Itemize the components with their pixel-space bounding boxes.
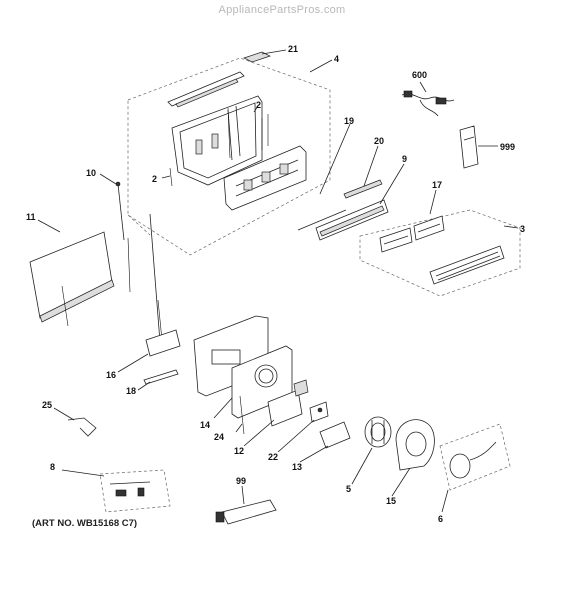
part-10-rod xyxy=(115,181,131,293)
part-12-bracket xyxy=(267,379,309,427)
callout-4: 4 xyxy=(334,54,339,64)
callout-99: 99 xyxy=(236,476,246,486)
rear-circuit-board xyxy=(223,145,307,211)
part-21-bracket xyxy=(243,51,271,63)
part-6-motor xyxy=(439,423,511,491)
part-24-pin xyxy=(239,395,245,435)
part-8-hardware-kit xyxy=(99,469,171,513)
callout-3: 3 xyxy=(520,224,525,234)
callout-labels: 21 4 600 2 2 19 20 999 9 10 17 3 11 16 1… xyxy=(26,44,525,524)
part-600-wire-harness xyxy=(401,90,455,117)
callout-600: 600 xyxy=(412,70,427,80)
part-5-blower-wheel xyxy=(364,416,392,448)
callout-24: 24 xyxy=(214,432,224,442)
part-99-sealant-tube xyxy=(215,499,277,525)
part-3-base-outline xyxy=(359,209,521,297)
part-16-shaft xyxy=(145,213,181,357)
callout-10: 10 xyxy=(86,168,96,178)
callout-12: 12 xyxy=(234,446,244,456)
callout-18: 18 xyxy=(126,386,136,396)
part-9-panel xyxy=(315,199,389,241)
callout-16: 16 xyxy=(106,370,116,380)
callout-20: 20 xyxy=(374,136,384,146)
part-2-springs xyxy=(169,107,269,187)
part-22-clip xyxy=(309,401,329,423)
art-number-note: (ART NO. WB15168 C7) xyxy=(32,518,138,529)
callout-21: 21 xyxy=(288,44,298,54)
part-18-link xyxy=(143,369,179,385)
callout-5: 5 xyxy=(346,484,351,494)
callout-25: 25 xyxy=(42,400,52,410)
callout-22: 22 xyxy=(268,452,278,462)
part-13-plate xyxy=(319,421,351,449)
part-999-manual xyxy=(459,125,479,169)
callout-14: 14 xyxy=(200,420,210,430)
callout-999: 999 xyxy=(500,142,515,152)
part-11-side-panel xyxy=(29,231,115,327)
callout-17: 17 xyxy=(432,180,442,190)
callout-11: 11 xyxy=(26,212,36,222)
callout-6: 6 xyxy=(438,514,443,524)
callout-leaders xyxy=(37,49,519,513)
part-17-grilles xyxy=(379,215,445,253)
callout-2-upper: 2 xyxy=(256,100,261,110)
part-20-trim xyxy=(343,179,383,199)
part-15-blower-housing xyxy=(395,419,435,471)
watermark: AppliancePartsPros.com xyxy=(218,4,346,16)
callout-9: 9 xyxy=(402,154,407,164)
callout-19: 19 xyxy=(344,116,354,126)
part-25-clip xyxy=(67,417,97,437)
callout-8: 8 xyxy=(50,462,55,472)
control-housing-outline xyxy=(127,57,331,256)
top-rail xyxy=(167,71,245,108)
control-panel-frame xyxy=(171,95,263,186)
callout-13: 13 xyxy=(292,462,302,472)
callout-2-lower: 2 xyxy=(152,174,157,184)
base-vent-grille xyxy=(429,245,505,285)
callout-15: 15 xyxy=(386,496,396,506)
part-19-rod xyxy=(297,209,347,231)
